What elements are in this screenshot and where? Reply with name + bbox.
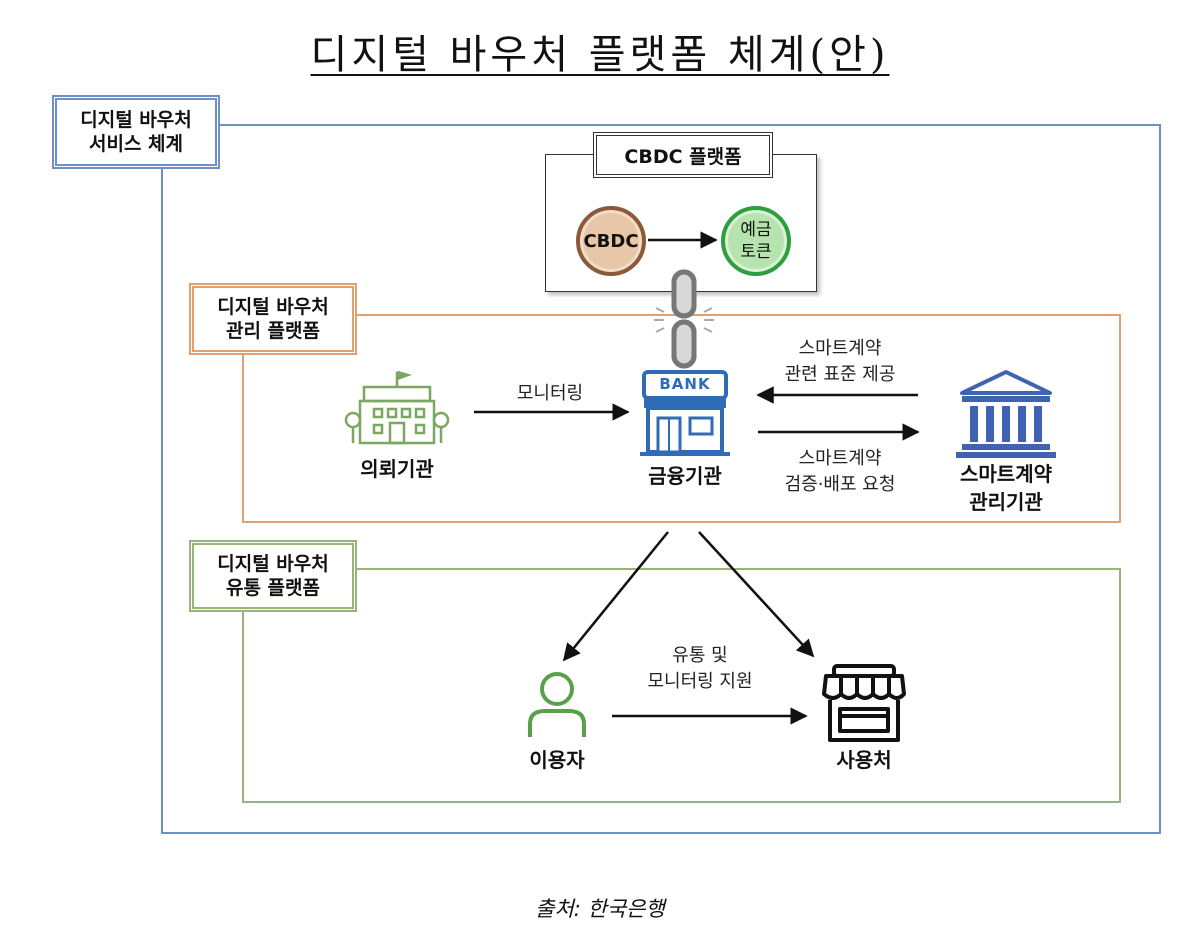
bank-to-user-arrow [562, 531, 669, 662]
person-icon [528, 672, 586, 737]
deposit-token-coin: 예금 토큰 [721, 206, 791, 276]
bank-to-merchant-arrow [698, 531, 815, 658]
cbdc-platform-label: CBDC 플랫폼 [593, 132, 773, 178]
node-requesting-institution: 의뢰기관 [360, 457, 434, 481]
school-building-icon [344, 370, 450, 445]
government-building-icon [956, 370, 1056, 458]
node-merchant: 사용처 [836, 748, 892, 772]
edge-label-monitoring: 모니터링 [516, 383, 584, 404]
distribution-platform-label-line1: 디지털 바우처 [217, 553, 329, 575]
node-user: 이용자 [529, 748, 585, 772]
chain-link-icon [654, 269, 714, 369]
distribution-platform-label-line2: 유통 플랫폼 [225, 577, 320, 599]
source-note: 출처: 한국은행 [535, 897, 665, 921]
deposit-token-line2: 토큰 [740, 242, 772, 262]
edge-label-verification-line1: 스마트계약 [798, 448, 882, 469]
page-title: 디지털 바우처 플랫폼 체계(안) [310, 32, 890, 78]
cbdc-coin: CBDC [576, 206, 646, 276]
edge-label-standard-line2: 관련 표준 제공 [784, 364, 896, 385]
service-system-label-line2: 서비스 체계 [88, 133, 183, 155]
edge-label-verification-line2: 검증·배포 요청 [784, 474, 896, 495]
edge-label-support-line2: 모니터링 지원 [647, 671, 753, 692]
management-platform-label: 디지털 바우처 관리 플랫폼 [189, 283, 357, 355]
edge-label-verification: 스마트계약 검증·배포 요청 [750, 446, 930, 498]
node-smart-contract-line1: 스마트계약 [960, 462, 1052, 486]
edge-label-standard-line1: 스마트계약 [798, 338, 882, 359]
distribution-platform-label: 디지털 바우처 유통 플랫폼 [189, 540, 357, 612]
management-platform-label-line1: 디지털 바우처 [217, 296, 329, 318]
management-platform-label-line2: 관리 플랫폼 [225, 320, 320, 342]
bank-icon [640, 370, 730, 456]
bank-sign: BANK [659, 375, 711, 393]
edge-label-support-line1: 유통 및 [672, 645, 728, 666]
node-financial-institution: 금융기관 [648, 464, 722, 488]
node-smart-contract-line2: 관리기관 [969, 490, 1043, 514]
service-system-label-line1: 디지털 바우처 [80, 109, 192, 131]
edge-label-support: 유통 및 모니터링 지원 [610, 643, 790, 695]
deposit-token-line1: 예금 [740, 220, 772, 240]
node-smart-contract-institution: 스마트계약 관리기관 [936, 460, 1076, 516]
storefront-icon [822, 664, 906, 742]
distribution-platform-frame [242, 568, 1121, 803]
service-system-frame [161, 124, 1161, 834]
edge-label-standard: 스마트계약 관련 표준 제공 [750, 336, 930, 388]
service-system-label: 디지털 바우처 서비스 체계 [52, 95, 220, 169]
